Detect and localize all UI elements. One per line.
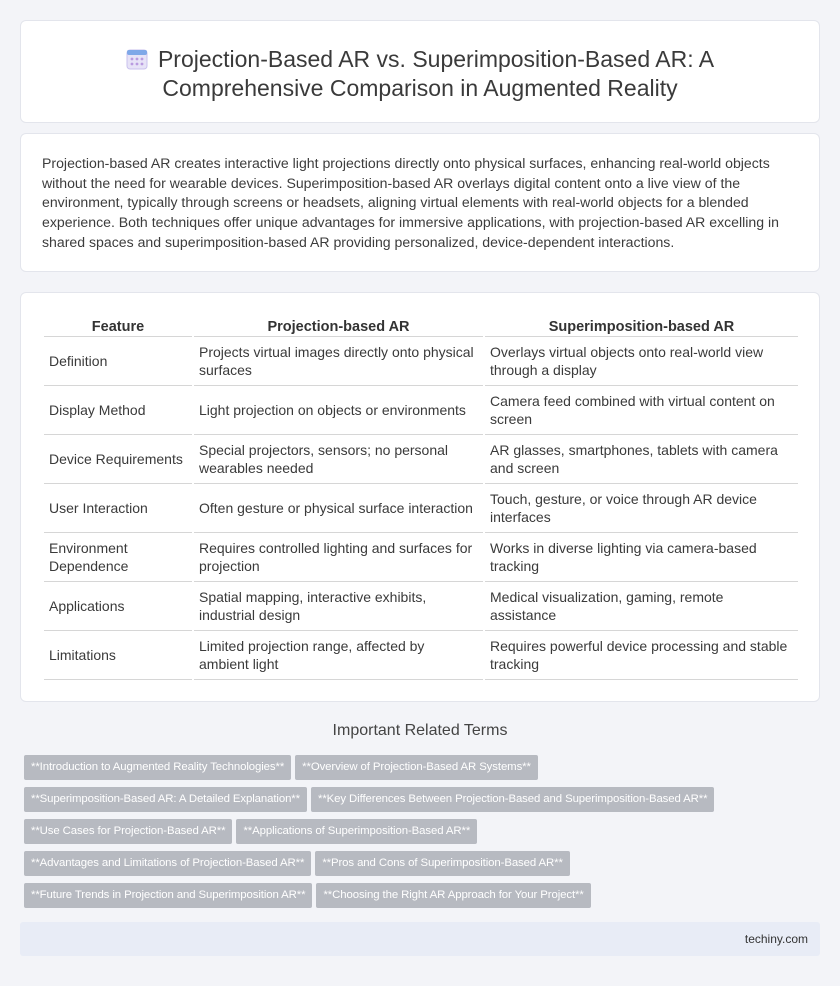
page-title: Projection-Based AR vs. Superimposition-… (157, 46, 715, 101)
table-row: Environment Dependence Requires controll… (44, 533, 798, 582)
related-term-link[interactable]: **Introduction to Augmented Reality Tech… (24, 755, 292, 780)
feature-cell: Display Method (44, 386, 192, 435)
related-term-link[interactable]: **Future Trends in Projection and Superi… (24, 883, 313, 908)
related-term-link[interactable]: **Overview of Projection-Based AR System… (295, 755, 538, 780)
table-row: Definition Projects virtual images direc… (44, 337, 798, 386)
table-row: Display Method Light projection on objec… (44, 386, 798, 435)
superimposition-cell: Medical visualization, gaming, remote as… (485, 582, 798, 631)
projection-cell: Requires controlled lighting and surface… (194, 533, 483, 582)
page-title-wrap: Projection-Based AR vs. Superimposition-… (21, 45, 819, 103)
header-superimposition: Superimposition-based AR (485, 315, 798, 337)
related-term-link[interactable]: **Advantages and Limitations of Projecti… (24, 851, 312, 876)
feature-cell: Definition (44, 337, 192, 386)
table-row: User Interaction Often gesture or physic… (44, 484, 798, 533)
table-row: Limitations Limited projection range, af… (44, 631, 798, 680)
projection-cell: Light projection on objects or environme… (194, 386, 483, 435)
comparison-table: Feature Projection-based AR Superimposit… (42, 315, 800, 680)
projection-cell: Spatial mapping, interactive exhibits, i… (194, 582, 483, 631)
superimposition-cell: AR glasses, smartphones, tablets with ca… (485, 435, 798, 484)
related-term-link[interactable]: **Choosing the Right AR Approach for You… (316, 883, 591, 908)
title-card: Projection-Based AR vs. Superimposition-… (20, 20, 820, 123)
chip-row: **Superimposition-Based AR: A Detailed E… (24, 787, 804, 819)
projection-cell: Often gesture or physical surface intera… (194, 484, 483, 533)
feature-cell: Applications (44, 582, 192, 631)
superimposition-cell: Overlays virtual objects onto real-world… (485, 337, 798, 386)
related-term-link[interactable]: **Pros and Cons of Superimposition-Based… (315, 851, 570, 876)
projection-cell: Projects virtual images directly onto ph… (194, 337, 483, 386)
superimposition-cell: Works in diverse lighting via camera-bas… (485, 533, 798, 582)
table-header-row: Feature Projection-based AR Superimposit… (44, 315, 798, 337)
related-terms-list: **Introduction to Augmented Reality Tech… (24, 755, 804, 915)
related-term-link[interactable]: **Use Cases for Projection-Based AR** (24, 819, 233, 844)
header-feature: Feature (44, 315, 192, 337)
related-term-link[interactable]: **Superimposition-Based AR: A Detailed E… (24, 787, 307, 812)
footer: techiny.com (20, 922, 820, 956)
superimposition-cell: Camera feed combined with virtual conten… (485, 386, 798, 435)
table-row: Device Requirements Special projectors, … (44, 435, 798, 484)
chip-row: **Future Trends in Projection and Superi… (24, 883, 804, 915)
footer-site-name[interactable]: techiny.com (744, 932, 808, 946)
chip-row: **Introduction to Augmented Reality Tech… (24, 755, 804, 787)
feature-cell: Limitations (44, 631, 192, 680)
header-projection: Projection-based AR (194, 315, 483, 337)
superimposition-cell: Requires powerful device processing and … (485, 631, 798, 680)
chip-row: **Use Cases for Projection-Based AR****A… (24, 819, 804, 851)
superimposition-cell: Touch, gesture, or voice through AR devi… (485, 484, 798, 533)
intro-paragraph: Projection-based AR creates interactive … (42, 155, 779, 250)
feature-cell: Device Requirements (44, 435, 192, 484)
calendar-icon (126, 49, 148, 70)
comparison-card: Feature Projection-based AR Superimposit… (20, 292, 820, 702)
projection-cell: Limited projection range, affected by am… (194, 631, 483, 680)
feature-cell: User Interaction (44, 484, 192, 533)
intro-card: Projection-based AR creates interactive … (20, 133, 820, 272)
projection-cell: Special projectors, sensors; no personal… (194, 435, 483, 484)
related-term-link[interactable]: **Applications of Superimposition-Based … (236, 819, 478, 844)
chip-row: **Advantages and Limitations of Projecti… (24, 851, 804, 883)
related-terms-title: Important Related Terms (332, 722, 508, 739)
table-row: Applications Spatial mapping, interactiv… (44, 582, 798, 631)
feature-cell: Environment Dependence (44, 533, 192, 582)
related-term-link[interactable]: **Key Differences Between Projection-Bas… (310, 787, 715, 812)
